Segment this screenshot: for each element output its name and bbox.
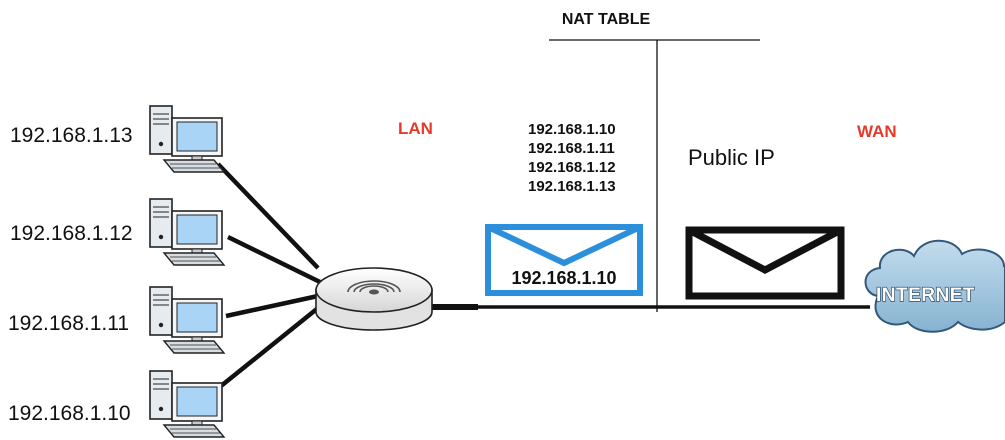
cable <box>225 293 319 319</box>
lan-label: LAN <box>398 119 433 138</box>
internet-cloud-icon: INTERNET <box>864 239 1005 333</box>
computer-icon <box>149 198 225 266</box>
wan-packet <box>685 226 845 300</box>
computer-ip-label: 192.168.1.12 <box>10 222 133 245</box>
envelope-flap <box>687 226 843 274</box>
lan-packet-label: 192.168.1.10 <box>511 268 616 288</box>
computer-3: 192.168.1.11 <box>8 286 225 354</box>
cable <box>216 162 320 270</box>
computer-ip-label: 192.168.1.13 <box>10 124 133 147</box>
lan-cables <box>214 162 321 392</box>
computer-ip-label: 192.168.1.10 <box>8 402 131 425</box>
cable <box>227 234 321 285</box>
lan-packet: 192.168.1.10 <box>485 224 643 296</box>
nat-table: NAT TABLE 192.168.1.10 192.168.1.11 192.… <box>528 11 775 312</box>
wan-label: WAN <box>857 122 897 141</box>
computer-2: 192.168.1.12 <box>10 198 225 266</box>
nat-table-title: NAT TABLE <box>562 11 651 28</box>
computer-1: 192.168.1.13 <box>10 105 225 173</box>
nat-entry: 192.168.1.12 <box>528 159 616 176</box>
nat-entry: 192.168.1.13 <box>528 178 616 195</box>
cable <box>214 306 320 392</box>
internet-label: INTERNET <box>876 285 975 306</box>
computer-icon <box>149 286 225 354</box>
envelope-flap <box>486 224 642 267</box>
router-icon <box>315 267 433 331</box>
computer-4: 192.168.1.10 <box>8 370 225 438</box>
computer-ip-label: 192.168.1.11 <box>8 312 129 335</box>
computer-icon <box>149 370 225 438</box>
nat-entry: 192.168.1.11 <box>528 140 615 157</box>
public-ip-label: Public IP <box>688 145 775 170</box>
computer-icon <box>149 105 225 173</box>
nat-entry: 192.168.1.10 <box>528 121 616 138</box>
